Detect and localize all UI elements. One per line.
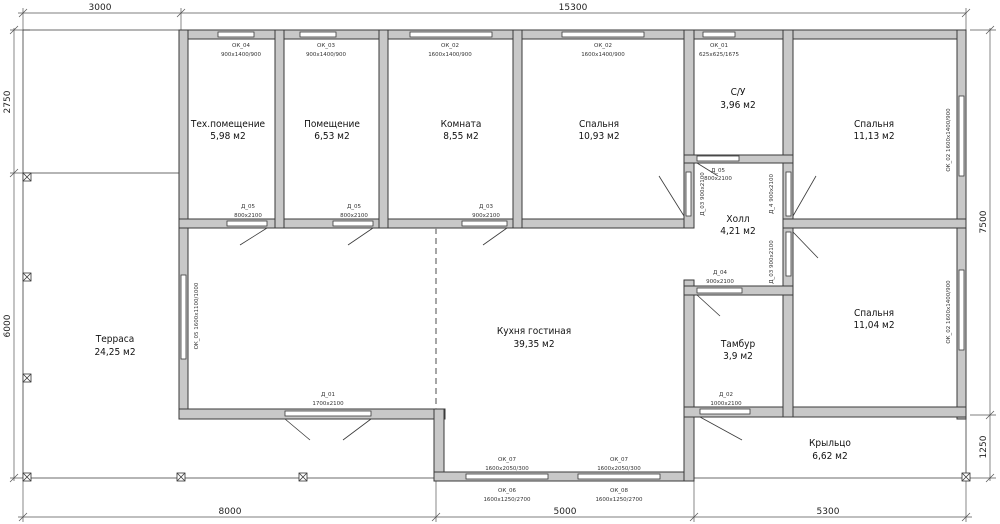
dim-bottom-5300: 5300 <box>817 507 840 517</box>
column-icon <box>176 472 186 482</box>
room-name-tambur: Тамбур <box>720 338 756 350</box>
terrace-outline <box>22 29 967 479</box>
room-area-su: 3,96 м2 <box>720 100 755 111</box>
window-ok06 <box>465 473 549 480</box>
columns <box>22 172 971 482</box>
tag-ok02-right-top: ОК_02 1600х1400/900 <box>946 108 952 172</box>
room-area-holl: 4,21 м2 <box>720 226 755 237</box>
window-ok02-right-bottom <box>958 269 965 351</box>
tag-d05-a-size: 800х2100 <box>234 213 262 219</box>
windows <box>180 31 965 480</box>
tag-ok04: ОК_04 <box>232 43 250 49</box>
column-icon <box>298 472 308 482</box>
tag-d04-size: 900х2100 <box>706 279 734 285</box>
tag-ok02-komnata-size: 1600х1400/900 <box>428 52 472 58</box>
room-area-krylco: 6,62 м2 <box>812 451 847 462</box>
room-name-spalnya-3: Спальня <box>854 308 894 319</box>
tag-ok02-spalnya: ОК_02 <box>594 43 612 49</box>
tag-ok08: ОК_08 <box>610 488 628 494</box>
tag-d02: Д_02 <box>719 392 733 398</box>
tag-ok01: ОК_01 <box>710 43 728 49</box>
dim-right-7500: 7500 <box>979 210 989 233</box>
room-name-spalnya-1: Спальня <box>579 119 619 130</box>
tag-ok05: ОК_05 1600х1100/1000 <box>194 282 200 349</box>
tag-ok06-size: 1600х1250/2700 <box>483 497 531 503</box>
window-ok03 <box>299 31 337 38</box>
tag-d04: Д_04 <box>713 270 728 276</box>
tag-ok04-size: 900х1400/900 <box>221 52 262 58</box>
tag-d03-b: Д_03 900х2100 <box>700 172 706 216</box>
tag-ok03: ОК_03 <box>317 43 335 49</box>
room-name-spalnya-2: Спальня <box>854 119 894 130</box>
column-icon <box>22 472 32 482</box>
dim-top-3000: 3000 <box>89 3 112 13</box>
tag-ok07-a: ОК_07 <box>498 457 516 463</box>
column-icon <box>22 373 32 383</box>
room-name-kuhnya: Кухня гостиная <box>497 326 571 337</box>
room-area-komnata: 8,55 м2 <box>443 131 478 142</box>
window-ok01 <box>702 31 736 38</box>
dimension-labels: 3000 15300 8000 5000 5300 2750 6000 7500… <box>3 3 989 517</box>
tag-d05-b-size: 800х2100 <box>340 213 368 219</box>
room-area-tech: 5,98 м2 <box>210 131 245 142</box>
dim-right-1250: 1250 <box>979 435 989 458</box>
room-area-spalnya-1: 10,93 м2 <box>578 131 619 142</box>
tag-d03-c: Д_03 900х2100 <box>769 240 775 284</box>
tag-ok03-size: 900х1400/900 <box>306 52 347 58</box>
tag-d4: Д_4 900х2100 <box>769 173 775 214</box>
tag-d03-a: Д_03 <box>479 204 494 210</box>
window-ok02-right-top <box>958 95 965 177</box>
room-name-komnata: Комната <box>441 119 482 130</box>
tag-d01: Д_01 <box>321 392 335 398</box>
tag-ok06: ОК_06 <box>498 488 516 494</box>
doors <box>226 155 819 441</box>
column-icon <box>22 272 32 282</box>
tag-ok02-right-bottom: ОК_02 1600х1400/900 <box>946 280 952 344</box>
tag-d03-a-size: 900х2100 <box>472 213 500 219</box>
dim-top-15300: 15300 <box>559 3 588 13</box>
room-area-spalnya-2: 11,13 м2 <box>853 131 894 142</box>
column-icon <box>22 172 32 182</box>
room-area-spalnya-3: 11,04 м2 <box>853 320 894 331</box>
tag-d01-size: 1700х2100 <box>312 401 344 407</box>
window-ok04 <box>217 31 255 38</box>
tag-d05-c-size: 800х2100 <box>704 176 732 182</box>
tag-ok07-a-size: 1600х2050/300 <box>485 466 529 472</box>
dim-bottom-8000: 8000 <box>219 507 242 517</box>
room-area-kuhnya: 39,35 м2 <box>513 339 554 350</box>
room-area-terrasa: 24,25 м2 <box>94 347 135 358</box>
tag-ok02-spalnya-size: 1600х1400/900 <box>581 52 625 58</box>
room-area-tambur: 3,9 м2 <box>723 351 753 362</box>
window-ok05 <box>180 274 187 360</box>
room-name-krylco: Крыльцо <box>809 438 851 449</box>
room-name-holl: Холл <box>726 214 749 225</box>
dim-left-2750: 2750 <box>3 90 13 113</box>
dim-left-6000: 6000 <box>3 314 13 337</box>
room-name-tech: Тех.помещение <box>190 119 266 130</box>
tag-ok08-size: 1600х1250/2700 <box>595 497 643 503</box>
tag-d05-c: Д_05 <box>711 168 726 174</box>
column-icon <box>961 472 971 482</box>
room-name-terrasa: Терраса <box>95 334 134 345</box>
tag-d02-size: 1000х2100 <box>710 401 742 407</box>
room-area-pomeshchenie: 6,53 м2 <box>314 131 349 142</box>
opening-tags: ОК_04 900х1400/900 ОК_03 900х1400/900 ОК… <box>194 43 952 503</box>
window-ok02-spalnya <box>561 31 645 38</box>
tag-ok01-size: 625х625/1675 <box>699 52 740 58</box>
tag-ok02-komnata: ОК_02 <box>441 43 459 49</box>
dim-bottom-5000: 5000 <box>554 507 577 517</box>
room-labels: Тех.помещение 5,98 м2 Помещение 6,53 м2 … <box>94 87 894 462</box>
tag-d05-a: Д_05 <box>241 204 256 210</box>
tag-ok07-b-size: 1600х2050/300 <box>597 466 641 472</box>
room-name-su: С/У <box>731 87 746 98</box>
dimension-lines <box>9 8 996 522</box>
room-name-pomeshchenie: Помещение <box>304 119 360 130</box>
tag-d05-b: Д_05 <box>347 204 362 210</box>
tag-ok07-b: ОК_07 <box>610 457 628 463</box>
window-ok08 <box>577 473 661 480</box>
window-ok02-komnata <box>409 31 493 38</box>
